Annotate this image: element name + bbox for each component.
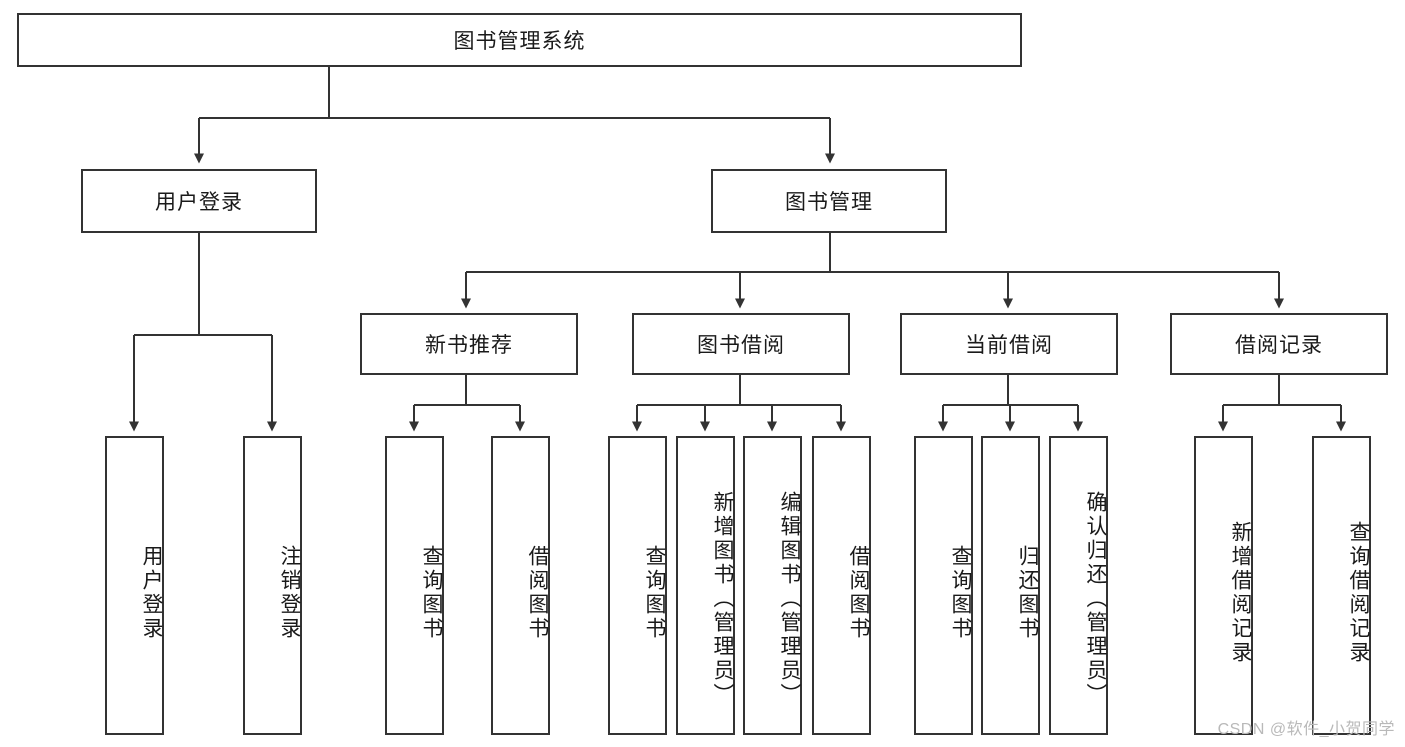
node-leaf-borrow-book[interactable]: 借阅图书 [812, 436, 871, 735]
node-leaf-query-book-borrow[interactable]: 查询图书 [608, 436, 667, 735]
node-book-borrow[interactable]: 图书借阅 [632, 313, 850, 375]
node-book-management[interactable]: 图书管理 [711, 169, 947, 233]
node-user-login[interactable]: 用户登录 [81, 169, 317, 233]
node-leaf-add-book-admin[interactable]: 新增图书（管理员） [676, 436, 735, 735]
node-leaf-logout-login[interactable]: 注销登录 [243, 436, 302, 735]
node-leaf-user-login[interactable]: 用户登录 [105, 436, 164, 735]
node-leaf-borrow-book-recommend[interactable]: 借阅图书 [491, 436, 550, 735]
watermark: CSDN @软件_小贺同学 [1217, 721, 1395, 738]
node-leaf-return-book[interactable]: 归还图书 [981, 436, 1040, 735]
node-leaf-add-borrow-record[interactable]: 新增借阅记录 [1194, 436, 1253, 735]
node-leaf-query-borrow-record[interactable]: 查询借阅记录 [1312, 436, 1371, 735]
node-leaf-confirm-return-admin[interactable]: 确认归还（管理员） [1049, 436, 1108, 735]
node-borrow-record[interactable]: 借阅记录 [1170, 313, 1388, 375]
node-leaf-query-book-recommend[interactable]: 查询图书 [385, 436, 444, 735]
node-root-book-management-system[interactable]: 图书管理系统 [17, 13, 1022, 67]
node-leaf-edit-book-admin[interactable]: 编辑图书（管理员） [743, 436, 802, 735]
node-leaf-query-book-current[interactable]: 查询图书 [914, 436, 973, 735]
node-new-book-recommend[interactable]: 新书推荐 [360, 313, 578, 375]
node-current-borrow[interactable]: 当前借阅 [900, 313, 1118, 375]
